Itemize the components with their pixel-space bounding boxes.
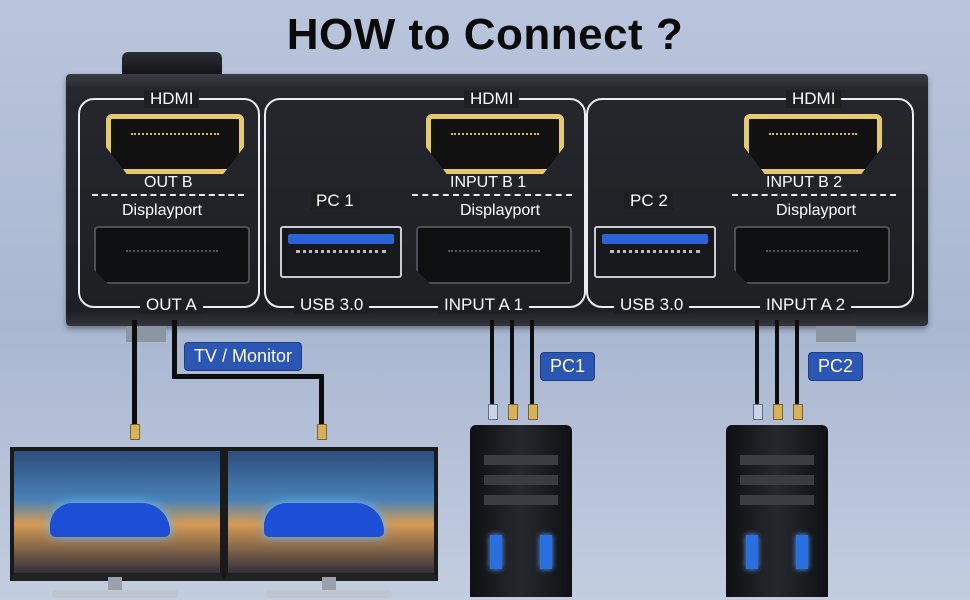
pc2-hdmi-label: HDMI	[786, 90, 842, 108]
page-title: HOW to Connect ?	[286, 10, 684, 59]
usb-plug	[753, 404, 763, 420]
pc1-dp-label: Displayport	[460, 202, 541, 219]
output-dp-port-label: OUT A	[140, 296, 203, 314]
displayport-plug	[130, 424, 140, 440]
pc2-hdmi-port-label: INPUT B 2	[766, 174, 843, 191]
monitor-screen	[14, 451, 220, 573]
cable	[319, 374, 324, 426]
pc2-dp-label: Displayport	[776, 202, 857, 219]
usb-port-icon[interactable]	[594, 226, 716, 278]
cable	[172, 320, 177, 378]
pc1-usb-label: USB 3.0	[294, 296, 370, 314]
hdmi-plug	[528, 404, 538, 420]
cable	[530, 320, 534, 404]
pc2-dp-port-label: INPUT A 2	[760, 296, 852, 314]
displayport-plug	[773, 404, 783, 420]
hdmi-plug	[793, 404, 803, 420]
divider	[412, 194, 572, 196]
pc1-hdmi-port-label: INPUT B 1	[450, 174, 527, 191]
cable	[172, 374, 324, 379]
car-image	[264, 503, 384, 537]
pc-tower-icon	[726, 425, 828, 597]
switch-knob	[122, 52, 222, 78]
cable	[510, 320, 514, 404]
kvm-switch: HDMI OUT B Displayport OUT A HDMI PC 1 I…	[66, 74, 928, 326]
pc1-group	[264, 98, 586, 308]
pc2-group	[586, 98, 914, 308]
hdmi-port-icon[interactable]	[426, 114, 564, 174]
divider	[92, 194, 244, 196]
hdmi-plug	[317, 424, 327, 440]
hdmi-port-icon[interactable]	[744, 114, 882, 174]
cable	[132, 320, 137, 424]
monitor-icon	[224, 447, 438, 581]
pc1-dp-port-label: INPUT A 1	[438, 296, 530, 314]
displayport-plug	[508, 404, 518, 420]
cable	[490, 320, 494, 404]
output-dp-label: Displayport	[122, 202, 203, 219]
displayport-port-icon[interactable]	[94, 226, 250, 284]
pc2-name-label: PC 2	[624, 192, 674, 210]
cable	[795, 320, 799, 404]
cable	[775, 320, 779, 404]
divider	[732, 194, 896, 196]
device-foot	[816, 326, 856, 342]
output-hdmi-port-label: OUT B	[144, 174, 193, 191]
pc1-hdmi-label: HDMI	[464, 90, 520, 108]
displayport-port-icon[interactable]	[416, 226, 572, 284]
pc1-tag: PC1	[540, 352, 596, 381]
usb-port-icon[interactable]	[280, 226, 402, 278]
hdmi-port-icon[interactable]	[106, 114, 244, 174]
monitor-icon	[10, 447, 224, 581]
pc2-usb-label: USB 3.0	[614, 296, 690, 314]
tv-monitor-tag: TV / Monitor	[184, 342, 303, 371]
car-image	[50, 503, 170, 537]
pc2-tag: PC2	[808, 352, 864, 381]
output-hdmi-label: HDMI	[144, 90, 200, 108]
pc1-name-label: PC 1	[310, 192, 360, 210]
pc-tower-icon	[470, 425, 572, 597]
displayport-port-icon[interactable]	[734, 226, 890, 284]
cable	[755, 320, 759, 404]
monitor-base	[52, 590, 178, 598]
monitor-screen	[228, 451, 434, 573]
monitor-base	[266, 590, 392, 598]
usb-plug	[488, 404, 498, 420]
